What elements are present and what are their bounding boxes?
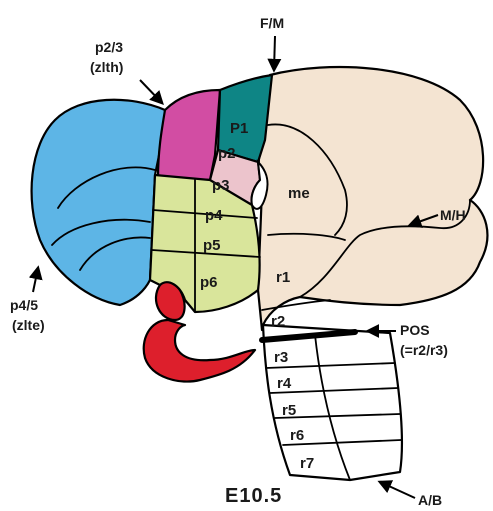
label-ab: A/B [418, 492, 442, 508]
label-r6: r6 [290, 427, 304, 444]
p45-arrow [33, 268, 38, 292]
label-p4: p4 [205, 207, 223, 224]
label-p23-line2: (zlth) [90, 59, 123, 75]
p23-arrow [140, 80, 162, 103]
zlte-region [32, 100, 165, 305]
diagram-title: E10.5 [225, 485, 282, 507]
label-p1: P1 [230, 120, 248, 137]
label-me: me [288, 185, 310, 202]
fm-arrow [274, 36, 275, 70]
label-r5: r5 [282, 402, 296, 419]
label-p2: p2 [218, 145, 236, 162]
label-r1: r1 [276, 269, 290, 286]
label-p6: p6 [200, 274, 218, 291]
label-r3: r3 [274, 349, 288, 366]
ab-arrow [380, 482, 415, 498]
zlith-region [158, 90, 220, 180]
label-r7: r7 [300, 455, 314, 472]
label-p23-line1: p2/3 [95, 39, 123, 55]
label-p45-line1: p4/5 [10, 297, 38, 313]
label-fm: F/M [260, 15, 284, 31]
label-pos-line1: POS [400, 322, 430, 338]
label-p45-line2: (zlte) [12, 317, 45, 333]
label-r4: r4 [277, 375, 292, 392]
label-pos-line2: (=r2/r3) [400, 342, 448, 358]
label-mh: M/H [440, 207, 466, 223]
label-r2: r2 [271, 313, 285, 330]
label-p5: p5 [203, 237, 221, 254]
label-p3: p3 [212, 177, 230, 194]
